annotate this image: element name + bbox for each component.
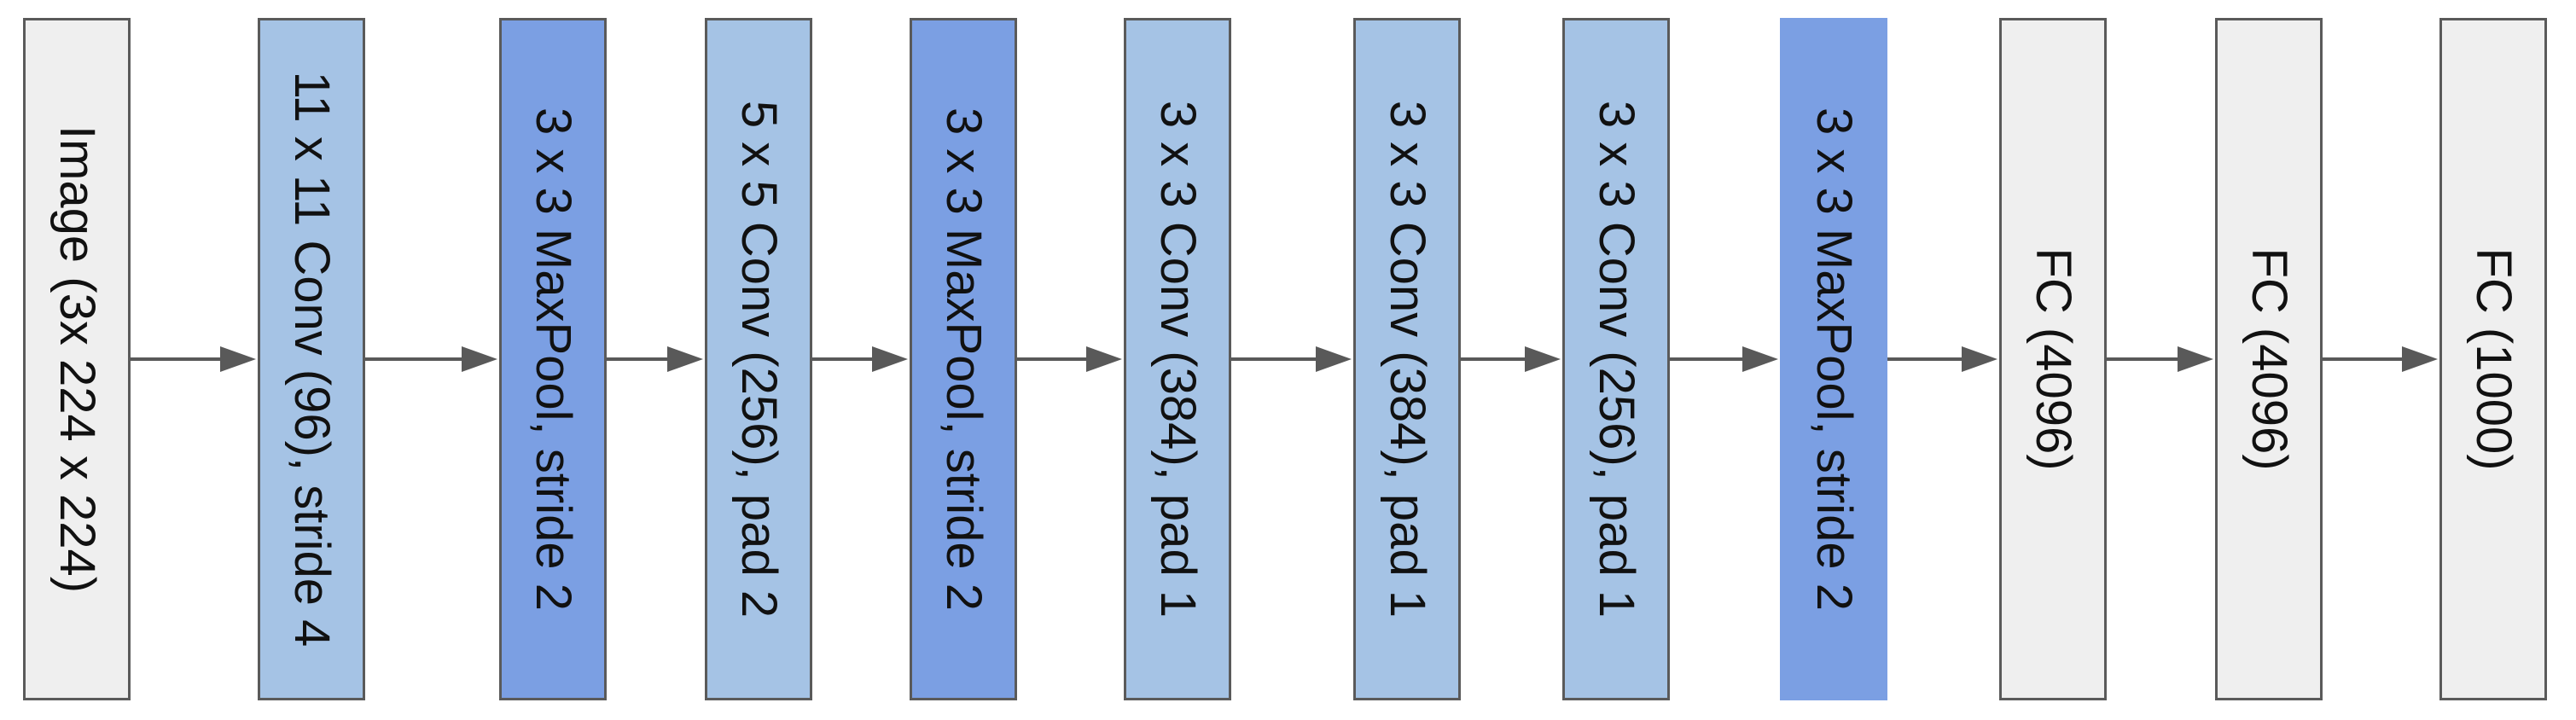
- flow-arrow: [2107, 346, 2213, 372]
- layer-label: 3 x 3 MaxPool, stride 2: [526, 107, 581, 611]
- flow-arrow: [131, 346, 256, 372]
- layer-box-conv: 5 x 5 Conv (256), pad 2: [705, 18, 812, 700]
- flow-arrow-head: [1962, 346, 1997, 372]
- flow-arrow-head: [462, 346, 497, 372]
- layer-label: 3 x 3 Conv (384), pad 1: [1380, 100, 1435, 618]
- layer-box-fc: FC (4096): [2215, 18, 2323, 700]
- layer-box-conv: 3 x 3 Conv (256), pad 1: [1562, 18, 1670, 700]
- flow-arrow-head: [872, 346, 908, 372]
- layer-label: 11 x 11 Conv (96), stride 4: [284, 71, 340, 647]
- layer-label: 3 x 3 MaxPool, stride 2: [1806, 107, 1862, 611]
- layer-box-conv: 3 x 3 Conv (384), pad 1: [1353, 18, 1461, 700]
- flow-arrow-head: [1086, 346, 1122, 372]
- flow-arrow-head: [1742, 346, 1778, 372]
- flow-arrow: [1461, 346, 1561, 372]
- flow-arrow: [812, 346, 908, 372]
- layer-box-maxpool: 3 x 3 MaxPool, stride 2: [1780, 18, 1887, 700]
- flow-arrow: [1231, 346, 1352, 372]
- flow-arrow-head: [220, 346, 256, 372]
- flow-arrow-head: [1525, 346, 1561, 372]
- layer-label: 3 x 3 MaxPool, stride 2: [936, 107, 991, 611]
- flow-arrow: [2323, 346, 2438, 372]
- layer-box-maxpool: 3 x 3 MaxPool, stride 2: [910, 18, 1017, 700]
- flow-arrow: [1887, 346, 1997, 372]
- flow-arrow-head: [2402, 346, 2438, 372]
- layer-box-input: Image (3x 224 x 224): [23, 18, 131, 700]
- layer-label: FC (1000): [2466, 247, 2521, 471]
- layer-label: 3 x 3 Conv (384), pad 1: [1150, 100, 1206, 618]
- layer-box-conv: 3 x 3 Conv (384), pad 1: [1124, 18, 1231, 700]
- layer-box-fc: FC (4096): [1999, 18, 2107, 700]
- flow-arrow-head: [667, 346, 703, 372]
- flow-arrow: [607, 346, 703, 372]
- layer-label: 3 x 3 Conv (256), pad 1: [1589, 100, 1644, 618]
- layer-label: FC (4096): [2026, 247, 2081, 471]
- flow-arrow: [365, 346, 497, 372]
- layer-label: Image (3x 224 x 224): [49, 125, 105, 594]
- flow-arrow: [1670, 346, 1778, 372]
- flow-arrow-head: [1316, 346, 1352, 372]
- layer-label: 5 x 5 Conv (256), pad 2: [731, 100, 787, 618]
- layer-box-fc: FC (1000): [2439, 18, 2547, 700]
- layer-box-maxpool: 3 x 3 MaxPool, stride 2: [499, 18, 607, 700]
- layer-box-conv: 11 x 11 Conv (96), stride 4: [258, 18, 365, 700]
- flow-arrow: [1017, 346, 1122, 372]
- layer-label: FC (4096): [2242, 247, 2297, 471]
- flow-arrow-head: [2178, 346, 2213, 372]
